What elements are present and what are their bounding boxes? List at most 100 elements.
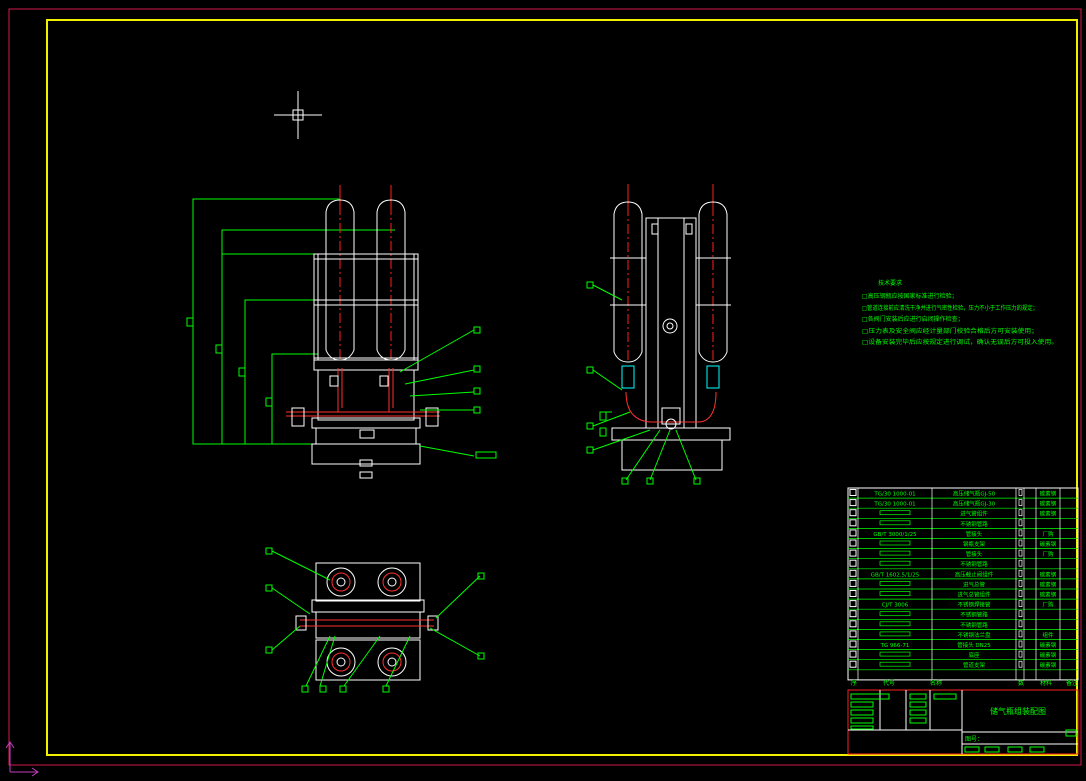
parts-material: 碳素钢 [1040,540,1057,548]
parts-name: 不锈钢管路 [960,611,988,619]
parts-list-row: 进气管组件碳素钢 [849,509,1057,518]
qty-box [1018,509,1023,517]
parts-list-row: 不锈钢管路 [849,559,1023,568]
qty-box [1018,590,1023,597]
row-index-box [849,579,857,587]
parts-name: 管接头 DN25 [957,641,991,649]
qty-box [1018,580,1023,587]
parts-list-row: 进气总管组件 碳素钢 [849,590,1057,599]
code-placeholder-box [879,621,911,627]
parts-list-border [847,487,1079,681]
code-placeholder-box [879,550,911,556]
row-index-box [849,569,857,577]
crosshair-cursor-icon [274,91,322,139]
parts-material: 碳素钢 [1040,500,1057,508]
parts-name: 高压截止阀组件 [955,570,994,578]
qty-box [1018,499,1023,506]
qty-box [1018,559,1023,567]
qty-box [1018,610,1023,618]
parts-material: 碳素钢 [1040,570,1057,578]
qty-box [1018,620,1023,628]
code-placeholder-box [879,581,911,586]
parts-name: 不锈钢管路 [960,520,988,528]
parts-name: 进气总管 [963,580,986,588]
row-index-box [849,519,857,527]
parts-name: 不锈钢管路 [960,560,988,568]
parts-code: GB/T 1602.5/1/25 [871,572,920,578]
row-index-box [849,539,857,547]
parts-name: 高压储气瓶GJ-50 [953,490,996,498]
top-view [265,547,485,693]
drawing-number-label: 图号： [965,736,983,743]
parts-list-row: 管接头 厂购 [849,549,1054,558]
parts-list-row: 钢瓶支架 碳素钢 [849,539,1057,548]
row-index-box [849,630,857,638]
parts-list-row: GB/T 3000/1/25 管接头 厂购 [849,529,1054,538]
tech-note-3: □各阀门安装后应进行启闭操作检查； [862,315,964,323]
tech-note-1: □高压钢瓶应按国家标准进行检验； [862,292,958,300]
qty-box [1018,640,1023,648]
qty-box [1018,549,1023,557]
parts-list-row: 不锈钢管路 [849,620,1023,629]
front-view-dimensions [186,198,395,445]
parts-list-row: 底座 碳素钢 [849,650,1057,659]
qty-box [1018,650,1023,658]
parts-material: 碳素钢 [1040,490,1057,498]
row-index-box [849,620,857,628]
row-index-box [849,610,857,618]
row-index-box [849,590,857,597]
parts-list-row: 进气总管碳素钢 [849,579,1057,588]
parts-material: 组件 [1042,631,1054,639]
parts-material: 碳素钢 [1040,651,1057,659]
qty-box [1018,539,1023,547]
code-placeholder-box [879,661,911,667]
parts-name: 钢瓶支架 [963,540,986,548]
inner-frame [46,19,1078,756]
tech-notes: 技术要求 □高压钢瓶应按国家标准进行检验； □管道连接前应清洗干净并进行气密性检… [862,279,1058,346]
tech-note-5: □设备安装完毕后应按规定进行调试，确认无误后方可投入使用。 [862,338,1058,346]
parts-material: 碳素钢 [1040,591,1057,599]
header-code: 代号 [883,679,895,687]
header-remark: 备注 [1066,679,1078,687]
row-index-box [849,549,857,557]
parts-name: 进气总管组件 [957,591,991,599]
parts-list-row: 管道支架碳素钢 [849,660,1057,669]
front-view [186,185,497,479]
parts-list-row: TG/30 1000-01 高压储气瓶GJ-50 碳素钢 [849,489,1057,498]
row-index-box [849,650,857,658]
parts-code: TG/30 1000-01 [873,492,915,498]
parts-material: 厂购 [1042,530,1054,538]
qty-box [1018,569,1023,577]
row-index-box [849,559,857,567]
drawing-title: 储气瓶组装配图 [990,706,1046,716]
header-qty: 数 [1018,679,1024,687]
parts-name: 底座 [968,651,980,659]
row-index-box [849,489,857,496]
parts-name: 不锈钢法兰盘 [957,631,991,639]
qty-box [1018,529,1023,537]
header-material: 材料 [1040,679,1052,687]
qty-box [1018,519,1023,527]
qty-box [1018,660,1023,668]
parts-material: 厂购 [1042,550,1054,558]
tech-note-4: □压力表及安全阀应经计量部门校验合格后方可安装使用； [862,327,1038,335]
parts-name: 管接头 [966,530,983,538]
parts-name: 进气管组件 [960,510,988,518]
parts-list-row: 不锈钢管路 [849,610,1023,619]
code-placeholder-box [879,560,911,566]
code-placeholder-box [879,591,911,596]
tech-note-2: □管道连接前应清洗干净并进行气密性检验，压力不小于工作压力的规定； [862,304,1038,312]
code-placeholder-box [879,651,911,657]
outer-frame [8,8,1082,766]
row-index-box [849,529,857,537]
parts-list-row: GB/T 1602.5/1/25 高压截止阀组件 碳素钢 [849,569,1057,578]
parts-name: 管接头 [966,550,983,558]
parts-name: 不锈钢管路 [960,621,988,629]
row-index-box [849,509,857,517]
ucs-icon [5,741,39,777]
parts-list-header: 序 代号 名称 数 材料 备注 [851,679,1078,687]
parts-code: GB/T 3000/1/25 [873,532,917,538]
